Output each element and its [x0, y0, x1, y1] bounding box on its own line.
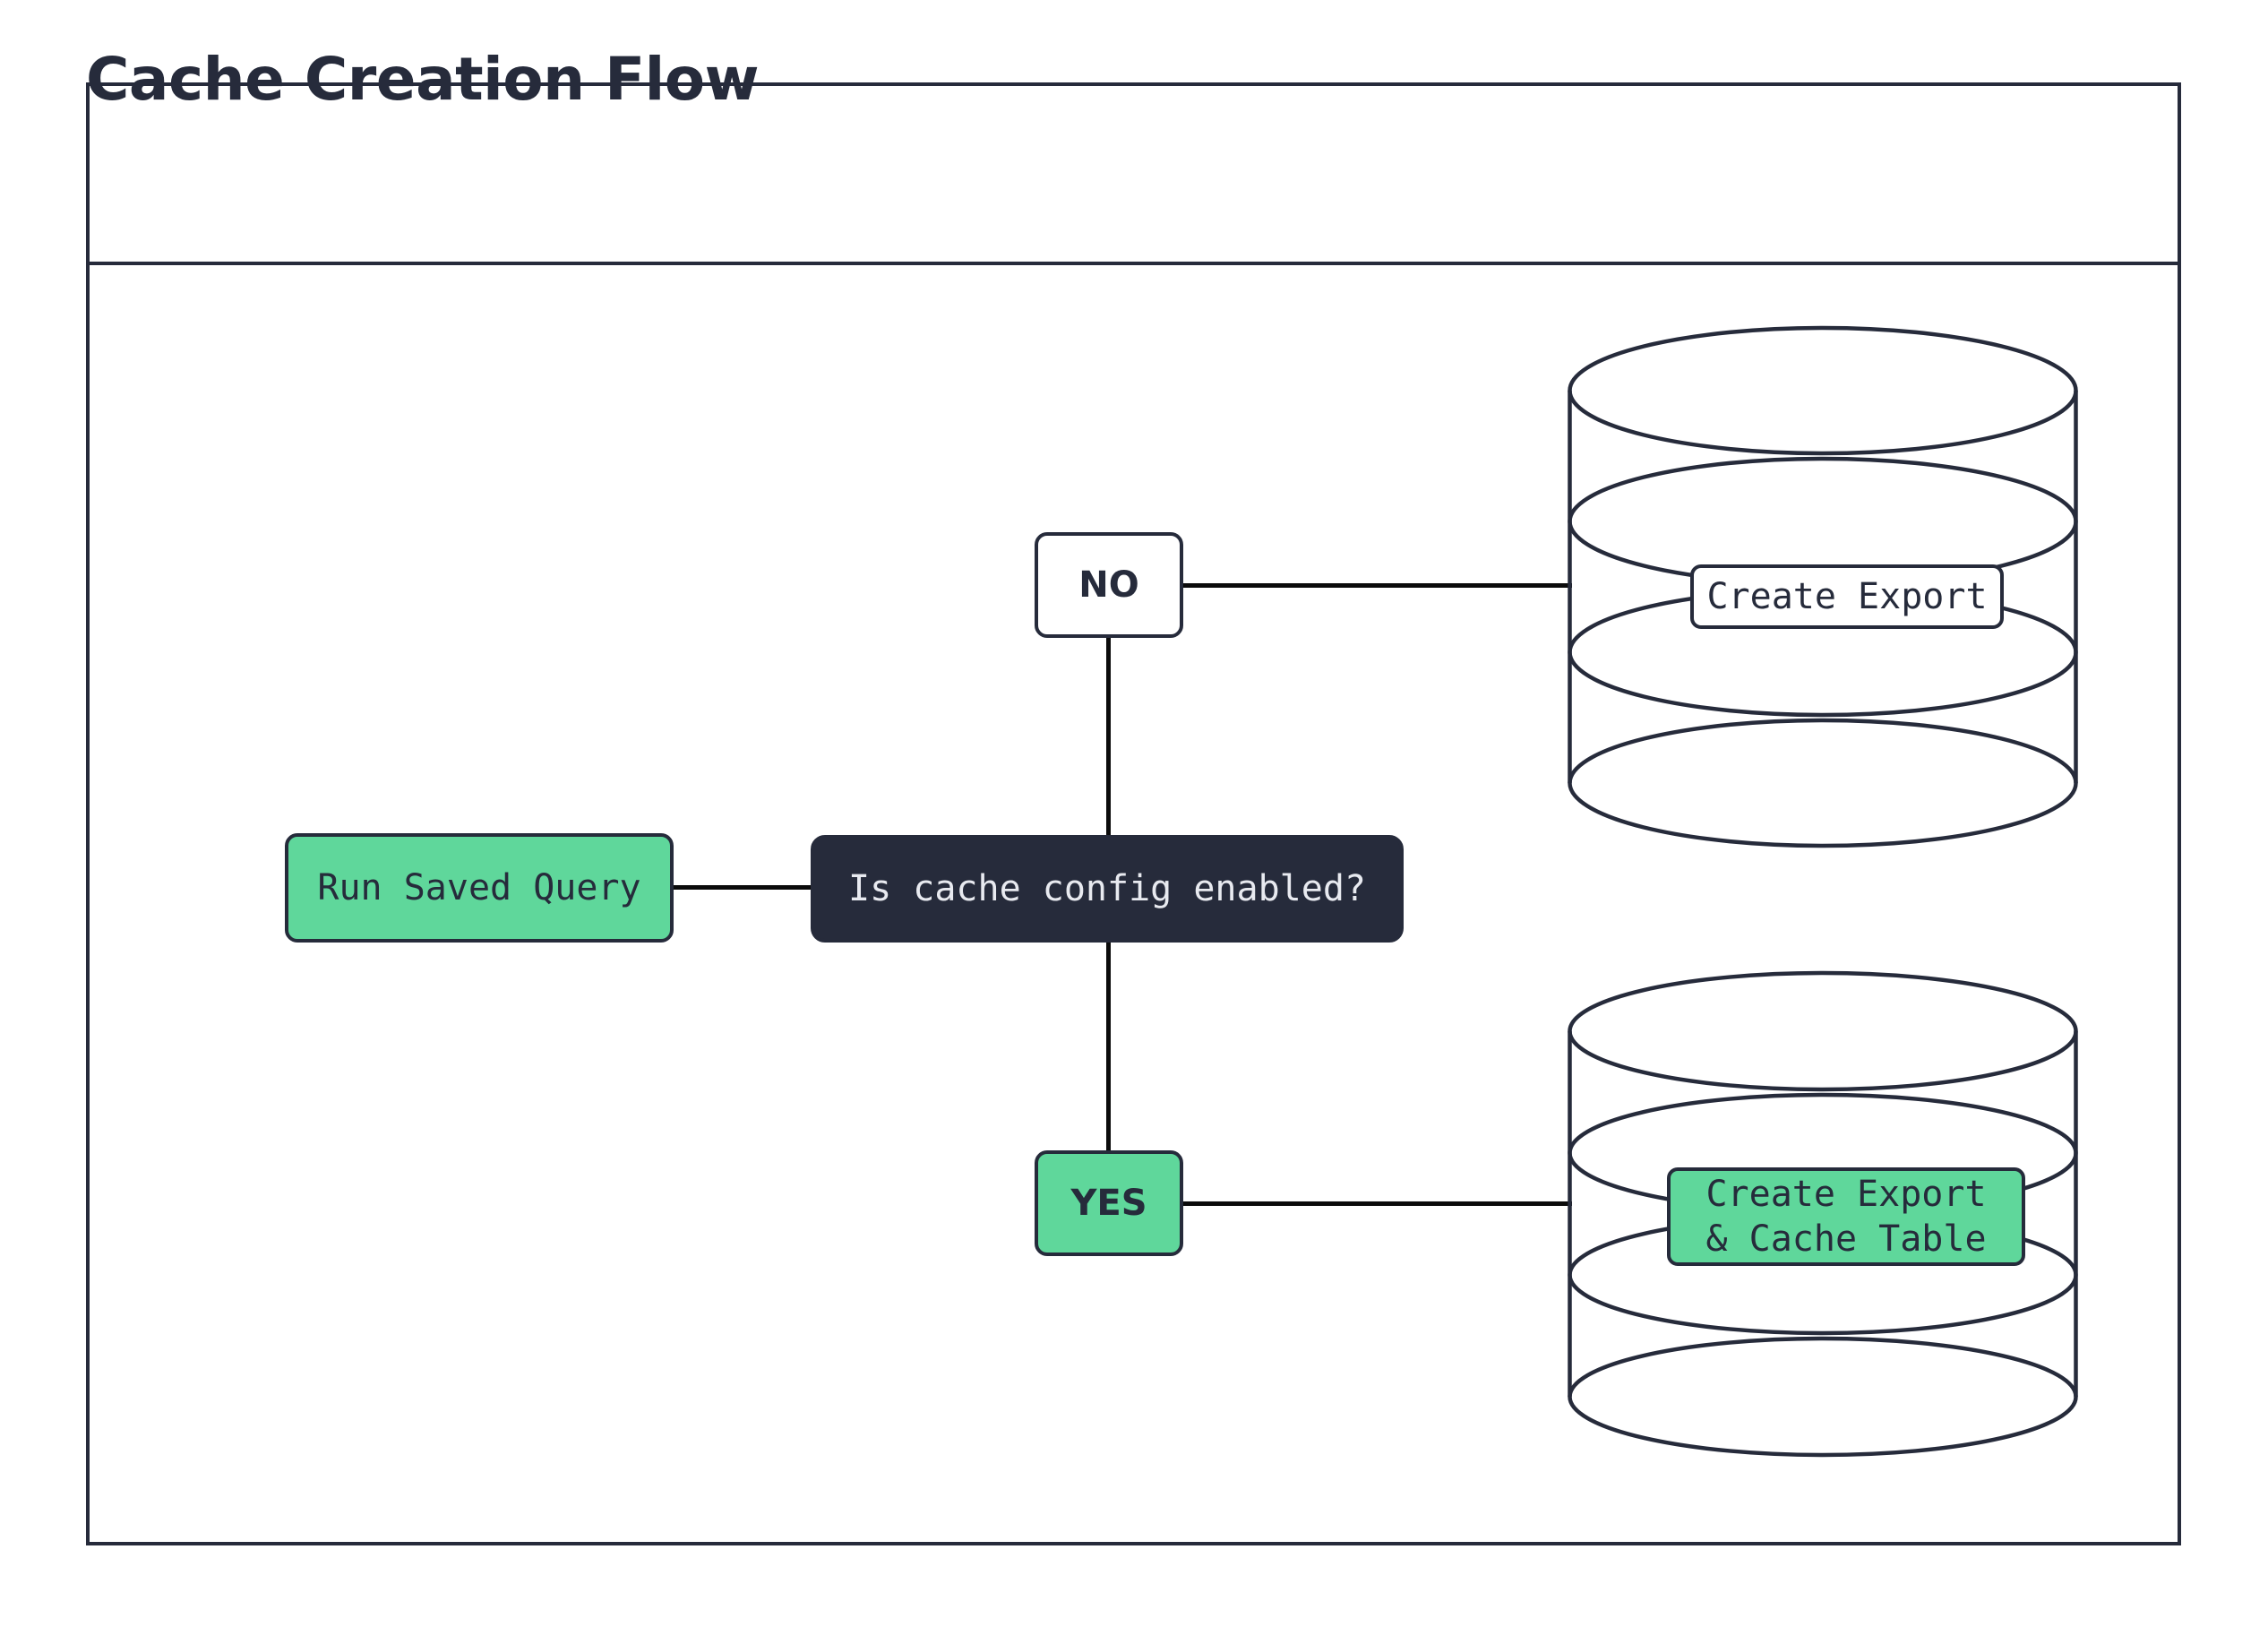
node-run-saved-query[interactable]: Run Saved Query: [285, 833, 674, 943]
edge-decision-to-no: [1106, 636, 1111, 837]
node-branch-no[interactable]: NO: [1035, 532, 1183, 638]
edge-decision-to-yes: [1106, 941, 1111, 1152]
edge-yes-to-database-cache-table: [1182, 1201, 1572, 1206]
diagram-header: [90, 86, 2178, 265]
page-title: Cache Creation Flow: [86, 45, 760, 114]
database-label-create-export-cache-table[interactable]: Create Export & Cache Table: [1667, 1167, 2025, 1266]
node-decision-is-cache-config-enabled[interactable]: Is cache config enabled?: [811, 835, 1404, 943]
edge-no-to-database-create-export: [1182, 583, 1572, 588]
node-branch-yes[interactable]: YES: [1035, 1150, 1183, 1256]
edge-run-saved-query-to-decision: [674, 885, 812, 890]
database-label-create-export[interactable]: Create Export: [1690, 564, 2004, 629]
